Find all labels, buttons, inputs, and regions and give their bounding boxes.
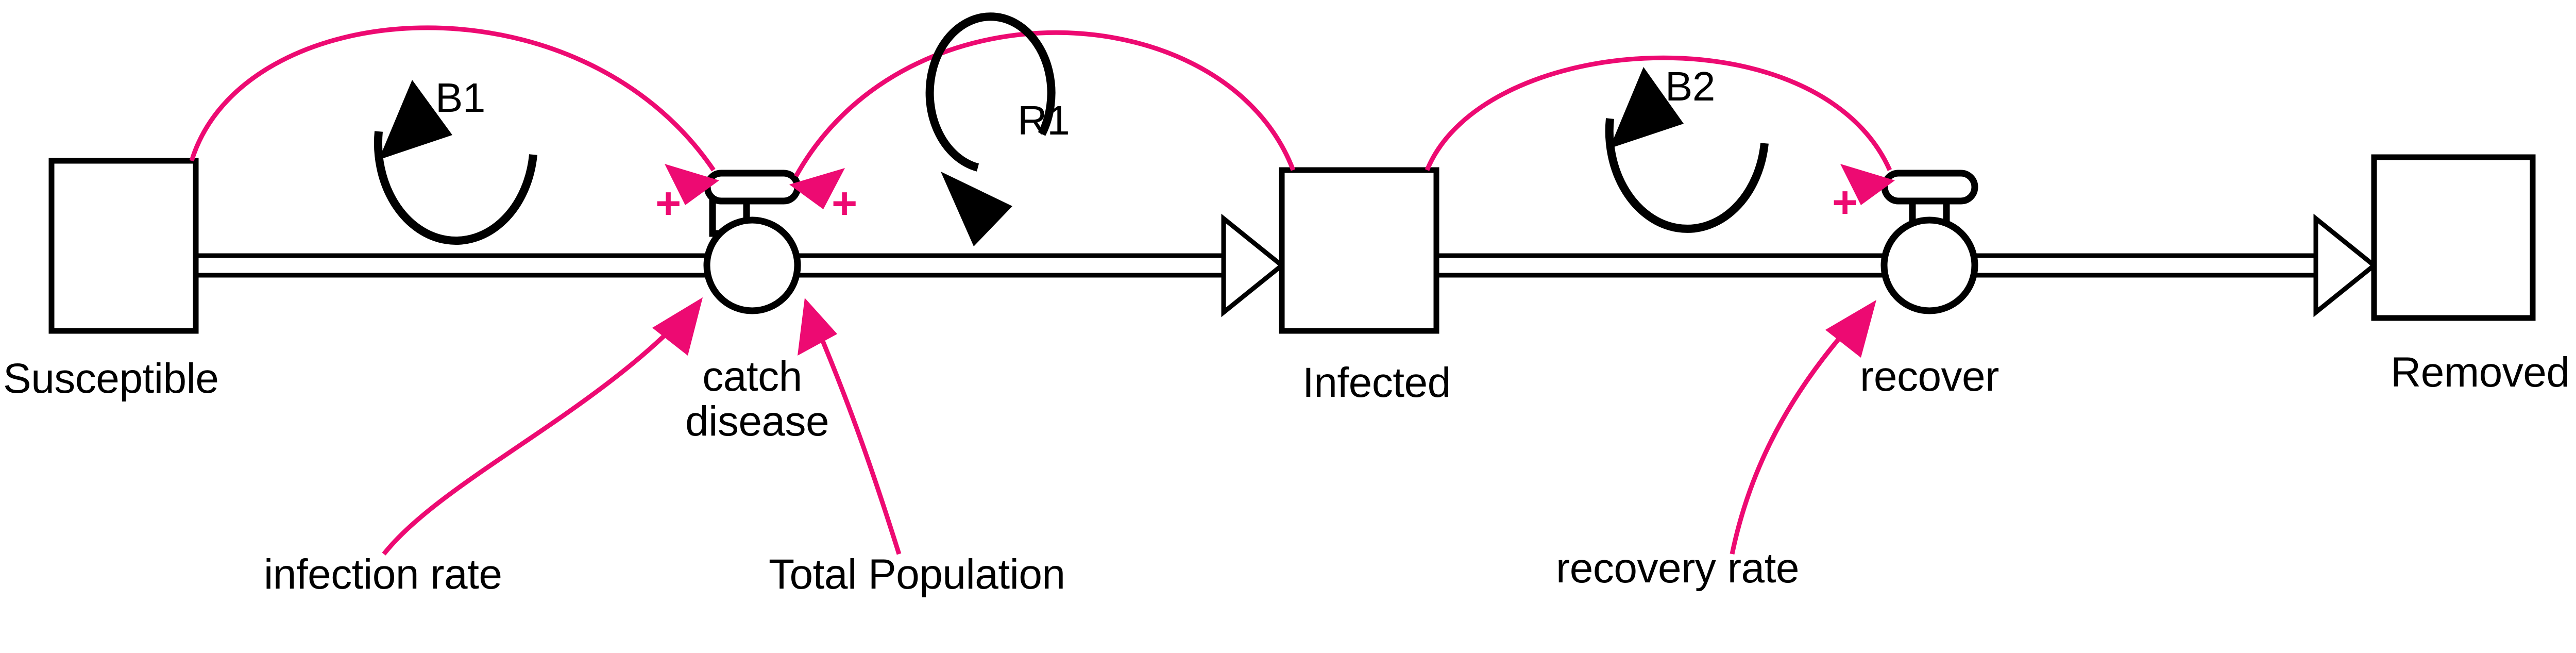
flow-label-catch-disease-line1: catch xyxy=(702,353,802,400)
stock-label-removed: Removed xyxy=(2391,349,2570,396)
link-recovery-rate-to-recover[interactable] xyxy=(1730,300,1876,555)
aux-label-recovery-rate[interactable]: recovery rate xyxy=(1556,545,1800,592)
stock-label-infected: Infected xyxy=(1302,359,1451,406)
polarity-sign-catch-right: + xyxy=(832,179,858,228)
flow-arrowhead-into-removed xyxy=(2313,213,2378,317)
link-infection-rate-to-catch-disease[interactable] xyxy=(382,297,703,556)
link-susceptible-to-catch-disease[interactable] xyxy=(189,25,719,205)
aux-label-infection-rate[interactable]: infection rate xyxy=(264,551,502,598)
loop-indicator-r1 xyxy=(925,12,1056,246)
link-total-population-to-catch-disease[interactable] xyxy=(798,298,902,555)
aux-label-total-population[interactable]: Total Population xyxy=(769,551,1065,598)
polarity-sign-catch-left: + xyxy=(655,179,682,228)
loop-indicator-b1 xyxy=(374,80,537,245)
stock-box-removed[interactable] xyxy=(2371,154,2536,321)
link-infected-to-recover[interactable] xyxy=(1425,55,1895,205)
loop-indicator-b2 xyxy=(1605,67,1769,233)
loop-label-b1: B1 xyxy=(435,75,485,121)
loop-label-r1: R1 xyxy=(1018,97,1070,143)
flow-label-catch-disease: catch disease xyxy=(685,353,829,445)
stock-label-susceptible: Susceptible xyxy=(3,355,219,402)
flow-pipe-infected-to-removed xyxy=(1422,253,2318,278)
valve-recover[interactable] xyxy=(1880,170,1978,314)
link-infected-to-catch-disease[interactable] xyxy=(789,30,1296,209)
loop-label-b2: B2 xyxy=(1665,63,1715,109)
stock-box-infected[interactable] xyxy=(1279,167,1439,334)
flow-arrowhead-into-infected xyxy=(1221,213,1286,317)
valve-catch-disease[interactable] xyxy=(703,170,801,314)
stock-box-susceptible[interactable] xyxy=(48,158,199,334)
flow-label-catch-disease-line2: disease xyxy=(685,397,829,445)
flow-label-recover: recover xyxy=(1860,353,1999,400)
polarity-sign-recover-left: + xyxy=(1832,178,1858,227)
